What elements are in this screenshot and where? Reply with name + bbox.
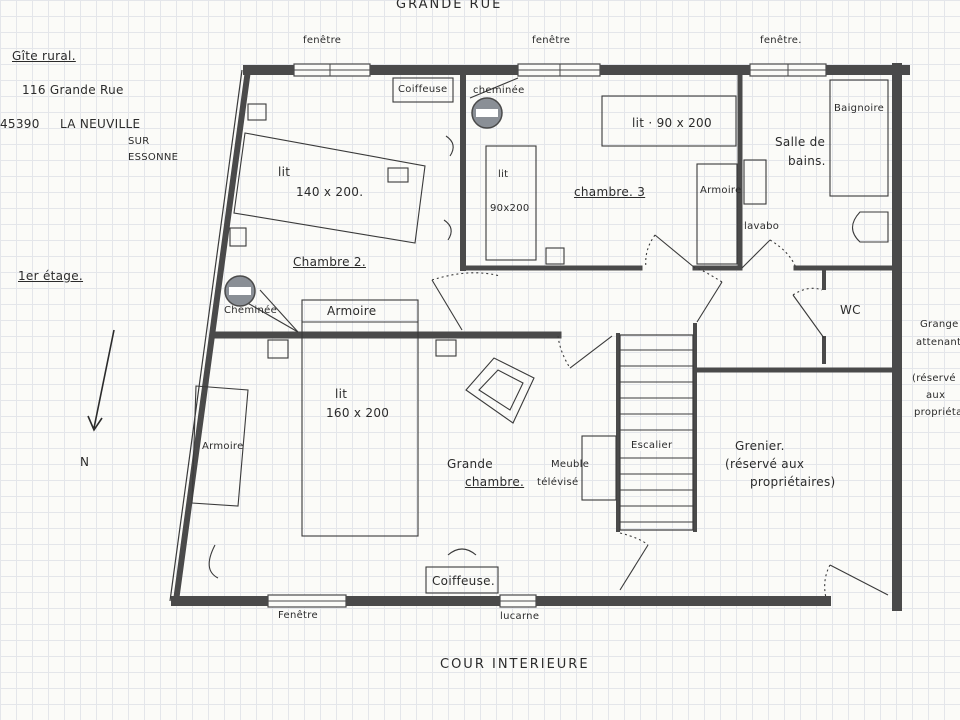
room-salle-de-bains-1: Salle de xyxy=(775,135,826,149)
tv-cabinet xyxy=(581,435,617,501)
side-reserve-2: aux xyxy=(926,390,946,401)
armoire-ch3 xyxy=(696,163,738,265)
room-grenier-3: propriétaires) xyxy=(750,475,836,489)
room-escalier: Escalier xyxy=(631,440,673,451)
room-salle-de-bains-2: bains. xyxy=(788,154,826,168)
armchair xyxy=(465,357,535,424)
armoire-left xyxy=(191,385,249,507)
label-lavabo: lavabo xyxy=(744,221,780,232)
address-line5: ESSONNE xyxy=(128,152,179,163)
label-bed90b: lit · 90 x 200 xyxy=(632,116,712,130)
address-town: LA NEUVILLE xyxy=(60,117,141,131)
bed-160 xyxy=(301,299,419,537)
west-wall-outer-edge xyxy=(169,69,243,602)
chimneys xyxy=(224,97,503,307)
label-bed140-2: 140 x 200. xyxy=(296,185,364,199)
label-lucarne: lucarne xyxy=(500,611,540,622)
label-fenetre-top-left: fenêtre xyxy=(303,35,342,46)
label-baignoire: Baignoire xyxy=(834,103,885,114)
address-line2: 116 Grande Rue xyxy=(22,83,124,97)
bed-90-b xyxy=(601,95,737,147)
south-windows xyxy=(267,594,537,608)
bed-90-a xyxy=(485,145,537,261)
coiffeuse-bottom-box xyxy=(425,566,499,594)
label-armoire-left: Armoire xyxy=(202,441,244,452)
grande-chambre-furniture xyxy=(191,299,617,594)
room-grande-chambre-2: chambre. xyxy=(465,475,525,489)
bathtub xyxy=(829,79,889,197)
label-bed160-1: lit xyxy=(335,387,348,401)
interior-walls xyxy=(211,73,895,532)
room-chambre2: Chambre 2. xyxy=(293,255,366,269)
bed-140 xyxy=(233,132,426,244)
north-label: N xyxy=(80,455,90,469)
north-arrow-icon xyxy=(87,329,115,432)
room-grande-chambre-1: Grande xyxy=(447,457,493,471)
washbasin xyxy=(743,159,767,205)
label-cheminee-top: cheminée xyxy=(473,85,525,96)
floor-label: 1er étage. xyxy=(18,269,84,283)
room-grenier-1: Grenier. xyxy=(735,439,785,453)
label-fenetre-bottom: Fenêtre xyxy=(278,610,318,621)
doors xyxy=(208,135,889,599)
side-reserve-1: (réservé xyxy=(912,373,956,384)
room-chambre3: chambre. 3 xyxy=(574,185,646,199)
label-fenetre-top-center: fenêtre xyxy=(532,35,571,46)
label-coiffeuse-bottom: Coiffeuse. xyxy=(432,574,495,588)
label-cheminee-left: Cheminée xyxy=(224,305,278,316)
address-line1: Gîte rural. xyxy=(12,49,76,63)
side-grange-1: Grange xyxy=(920,319,959,330)
label-fenetre-top-right: fenêtre. xyxy=(760,35,802,46)
label-coiffeuse-top: Coiffeuse xyxy=(398,84,448,95)
side-grange-2: attenante xyxy=(916,337,960,348)
room-wc: WC xyxy=(840,303,861,317)
address-zip: 45390 xyxy=(0,117,40,131)
label-bed90a-1: lit xyxy=(498,169,509,180)
staircase xyxy=(619,334,694,531)
address-line4: SUR xyxy=(128,136,150,147)
street-bottom: COUR INTERIEURE xyxy=(440,657,590,672)
label-bed160-2: 160 x 200 xyxy=(326,406,390,420)
chambre2-furniture xyxy=(224,77,454,333)
label-armoire-mid: Armoire xyxy=(327,304,377,318)
label-meuble-tv-1: Meuble xyxy=(551,459,590,470)
label-bed90a-2: 90x200 xyxy=(490,203,530,214)
chambre3-furniture xyxy=(469,77,889,265)
street-top: GRANDE RUE xyxy=(396,0,503,12)
room-grenier-2: (réservé aux xyxy=(725,457,805,471)
label-meuble-tv-2: télévisé xyxy=(537,477,579,488)
label-bed140-1: lit xyxy=(278,165,291,179)
north-windows xyxy=(293,63,827,77)
label-armoire-ch3: Armoire xyxy=(700,185,742,196)
side-reserve-3: propriétaires xyxy=(914,407,960,418)
coiffeuse-top-box xyxy=(392,77,454,103)
